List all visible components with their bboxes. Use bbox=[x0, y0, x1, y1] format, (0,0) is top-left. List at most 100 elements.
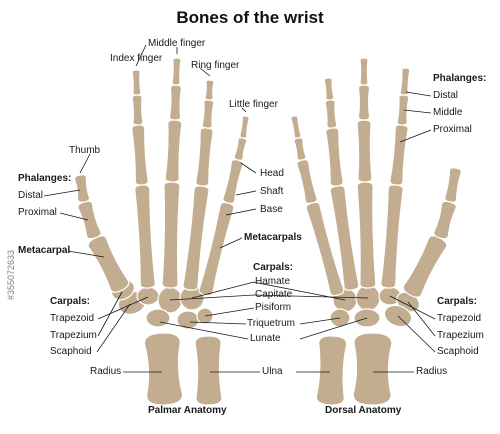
label-middle-finger: Middle finger bbox=[148, 38, 206, 49]
leader-line-18 bbox=[204, 307, 255, 317]
dorsal-index-segment-3 bbox=[396, 94, 410, 126]
palmar-hand bbox=[73, 57, 250, 406]
dorsal-middle-segment-3 bbox=[357, 84, 371, 121]
label-scaphoid-right: Scaphoid bbox=[437, 346, 479, 357]
dorsal-ring-segment-4 bbox=[323, 77, 335, 101]
label-proximal-right: Proximal bbox=[433, 124, 472, 135]
leader-line-4 bbox=[241, 107, 247, 113]
leader-line-20 bbox=[159, 321, 249, 340]
label-capitate: Capitate bbox=[255, 289, 293, 300]
dorsal-thumb-segment-2 bbox=[433, 200, 457, 240]
label-carpals-center: Carpals: bbox=[253, 262, 294, 273]
leader-line-3 bbox=[199, 67, 211, 77]
caption-dorsal: Dorsal Anatomy bbox=[325, 405, 402, 416]
palmar-little-segment-3 bbox=[233, 137, 248, 161]
palmar-index-segment-1 bbox=[134, 184, 156, 289]
dorsal-ulna-bone bbox=[315, 335, 348, 406]
dorsal-radius-bone bbox=[352, 332, 393, 406]
label-phalanges-right: Phalanges: bbox=[433, 73, 487, 84]
dorsal-index-segment-2 bbox=[389, 124, 409, 186]
dorsal-ring-segment-1 bbox=[329, 185, 360, 291]
dorsal-little-segment-1 bbox=[305, 201, 345, 297]
label-trapezoid-right: Trapezoid bbox=[437, 313, 482, 324]
leader-lines bbox=[43, 44, 436, 373]
label-middle-right: Middle bbox=[433, 107, 463, 118]
label-lunate: Lunate bbox=[250, 333, 281, 344]
label-scaphoid-left: Scaphoid bbox=[50, 346, 92, 357]
diagram-title: Bones of the wrist bbox=[176, 8, 324, 27]
label-distal-left: Distal bbox=[18, 190, 44, 201]
leader-line-11 bbox=[225, 208, 257, 216]
stock-watermark-id: #355072633 bbox=[6, 249, 16, 300]
dorsal-index-segment-1 bbox=[380, 184, 404, 289]
leader-line-28 bbox=[405, 91, 432, 97]
leader-line-16 bbox=[191, 281, 255, 299]
palmar-ring-segment-4 bbox=[204, 79, 215, 101]
leader-line-12 bbox=[219, 237, 243, 249]
label-carpals-left: Carpals: bbox=[50, 296, 91, 307]
dorsal-thumb-segment-1 bbox=[402, 235, 448, 298]
leader-line-9 bbox=[240, 162, 257, 174]
leader-line-1 bbox=[135, 44, 147, 67]
leader-line-15 bbox=[96, 303, 131, 353]
palmar-radius-bone bbox=[143, 332, 184, 406]
label-metacarpals: Metacarpals bbox=[244, 232, 302, 243]
palmar-index-segment-2 bbox=[131, 124, 149, 186]
palmar-thumb-segment-2 bbox=[77, 200, 102, 240]
palmar-little-segment-4 bbox=[239, 115, 250, 139]
label-carpals-right: Carpals: bbox=[437, 296, 478, 307]
palmar-middle-segment-1 bbox=[161, 181, 181, 289]
palmar-index-segment-3 bbox=[131, 94, 144, 126]
label-base: Base bbox=[260, 204, 283, 215]
dorsal-hand bbox=[290, 57, 462, 406]
leader-line-33 bbox=[397, 315, 436, 353]
leader-line-13 bbox=[97, 296, 149, 320]
leader-line-32 bbox=[407, 301, 436, 337]
palmar-thumb-segment-3 bbox=[73, 174, 91, 203]
leader-line-30 bbox=[399, 129, 432, 143]
label-ring-finger: Ring finger bbox=[191, 60, 240, 71]
leader-line-5 bbox=[79, 153, 91, 174]
leader-line-19 bbox=[189, 321, 247, 325]
palmar-thumb-segment-1 bbox=[87, 235, 130, 293]
dorsal-little-segment-2 bbox=[296, 159, 318, 204]
dorsal-middle-segment-2 bbox=[356, 119, 373, 183]
leader-line-29 bbox=[403, 109, 432, 114]
dorsal-middle-segment-4 bbox=[359, 57, 369, 86]
leader-line-6 bbox=[43, 189, 81, 197]
leader-line-17 bbox=[169, 294, 255, 301]
palmar-index-segment-4 bbox=[131, 69, 142, 96]
palmar-ring-segment-3 bbox=[201, 99, 215, 129]
label-little-finger: Little finger bbox=[229, 99, 278, 110]
label-triquetrum: Triquetrum bbox=[247, 318, 295, 329]
label-head: Head bbox=[260, 168, 284, 179]
label-proximal-left: Proximal bbox=[18, 207, 57, 218]
dorsal-thumb-segment-3 bbox=[444, 167, 462, 203]
label-shaft: Shaft bbox=[260, 186, 284, 197]
leader-line-14 bbox=[97, 291, 123, 337]
dorsal-little-segment-4 bbox=[290, 115, 302, 139]
label-trapezoid-left: Trapezoid bbox=[50, 313, 95, 324]
label-phalanges-left: Phalanges: bbox=[18, 173, 72, 184]
leader-line-10 bbox=[235, 190, 257, 196]
leader-line-25 bbox=[252, 294, 369, 299]
label-thumb: Thumb bbox=[69, 145, 101, 156]
label-metacarpal: Metacarpal bbox=[18, 245, 71, 256]
leader-line-7 bbox=[59, 212, 89, 221]
label-hamate: Hamate bbox=[255, 276, 291, 287]
label-radius-right: Radius bbox=[416, 366, 448, 377]
label-trapezium-right: Trapezium bbox=[437, 330, 484, 341]
palmar-middle-segment-3 bbox=[168, 84, 183, 121]
dorsal-index-segment-4 bbox=[399, 67, 411, 96]
palmar-ulna-bone bbox=[194, 335, 223, 406]
dorsal-middle-segment-1 bbox=[356, 181, 377, 289]
dorsal-ring-segment-2 bbox=[325, 127, 344, 187]
label-distal-right: Distal bbox=[433, 90, 459, 101]
label-ulna: Ulna bbox=[262, 366, 283, 377]
caption-palmar: Palmar Anatomy bbox=[148, 405, 227, 416]
leader-line-26 bbox=[299, 317, 341, 325]
palmar-ring-segment-1 bbox=[182, 185, 210, 291]
